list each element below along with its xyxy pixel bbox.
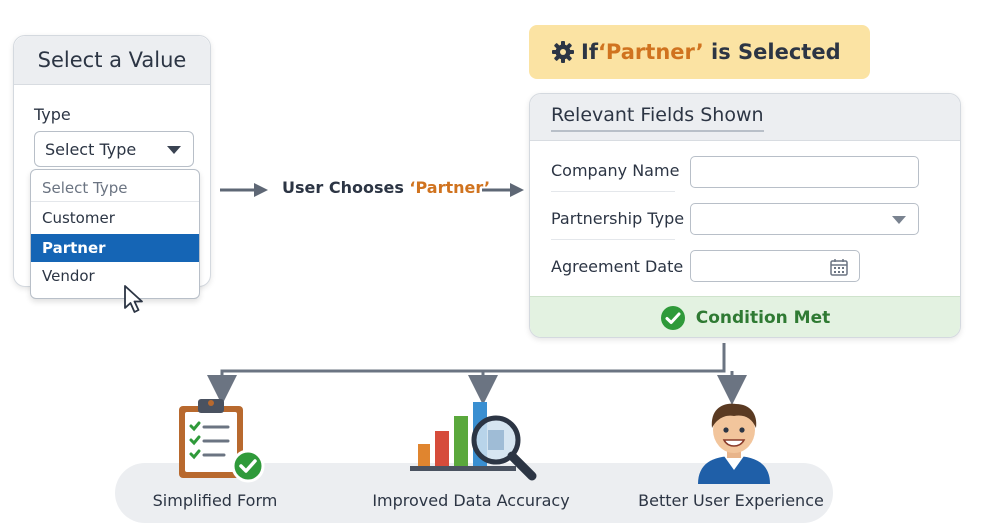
divider <box>551 239 675 240</box>
type-label: Type <box>34 105 71 124</box>
option-customer[interactable]: Customer <box>42 209 115 227</box>
fields-card-header: Relevant Fields Shown <box>530 94 960 141</box>
fields-card-title: Relevant Fields Shown <box>551 104 764 132</box>
condition-met-banner: Condition Met <box>530 296 960 337</box>
benefit-improved-data-accuracy: Improved Data Accuracy <box>372 491 570 510</box>
clipboard-check-icon <box>179 399 265 483</box>
gear-icon <box>552 41 574 63</box>
select-panel-title: Select a Value <box>14 36 210 85</box>
option-select-type[interactable]: Select Type <box>31 174 199 202</box>
benefit-better-user-experience: Better User Experience <box>638 491 824 510</box>
happy-user-icon <box>698 403 770 484</box>
partnership-type-label: Partnership Type <box>551 209 685 228</box>
calendar-icon[interactable] <box>829 257 849 277</box>
type-select-value: Select Type <box>45 139 137 159</box>
arrow-right-icon <box>482 183 524 197</box>
divider <box>551 191 675 192</box>
condition-if: If <box>581 40 598 64</box>
company-name-label: Company Name <box>551 161 680 180</box>
chevron-down-icon <box>167 146 181 154</box>
condition-met-text: Condition Met <box>695 307 831 328</box>
type-dropdown-list: Select Type Customer Partner Vendor <box>30 169 200 299</box>
agreement-date-input[interactable] <box>690 250 860 282</box>
condition-value: ‘Partner’ <box>597 40 704 64</box>
agreement-date-label: Agreement Date <box>551 257 684 276</box>
condition-header: If‘Partner’ is Selected <box>529 25 870 79</box>
benefit-simplified-form: Simplified Form <box>152 491 278 510</box>
select-value-panel: Select a Value Type Select Type Select T… <box>13 35 211 313</box>
option-vendor[interactable]: Vendor <box>42 267 95 285</box>
user-chooses-text: User Chooses ‘Partner’ <box>282 178 490 197</box>
chart-magnifier-icon <box>410 402 537 481</box>
user-chooses-prefix: User Chooses <box>282 178 410 197</box>
check-circle-icon <box>660 305 685 330</box>
mouse-cursor-icon <box>124 285 143 313</box>
chevron-down-icon <box>892 216 906 224</box>
condition-suffix: is Selected <box>703 40 841 64</box>
relevant-fields-card: Relevant Fields Shown Company Name Partn… <box>529 93 961 338</box>
arrow-right-icon <box>220 183 268 197</box>
user-chooses-value: ‘Partner’ <box>409 178 491 197</box>
option-partner[interactable]: Partner <box>31 234 199 262</box>
partnership-type-select[interactable] <box>690 203 919 235</box>
type-select[interactable]: Select Type <box>34 131 194 167</box>
company-name-input[interactable] <box>690 156 919 188</box>
